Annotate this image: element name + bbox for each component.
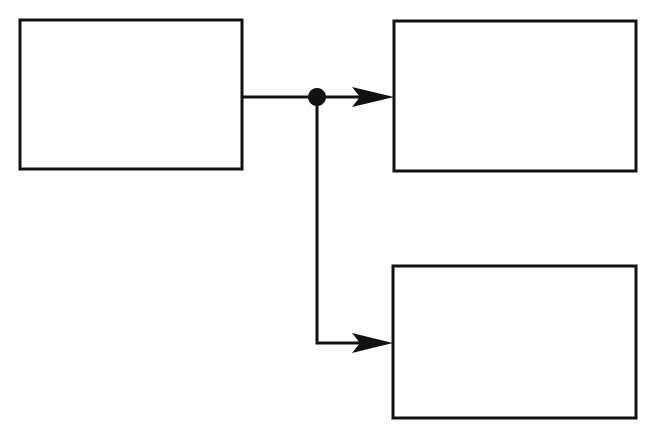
target-block-top — [392, 19, 638, 173]
target-block-bottom — [391, 264, 638, 420]
arrowhead-top-icon — [352, 87, 394, 107]
arrowhead-bottom-icon — [352, 333, 393, 353]
branch-point-dot — [308, 88, 326, 106]
source-block — [18, 18, 244, 171]
connector-branch-to-bottom — [315, 97, 360, 345]
